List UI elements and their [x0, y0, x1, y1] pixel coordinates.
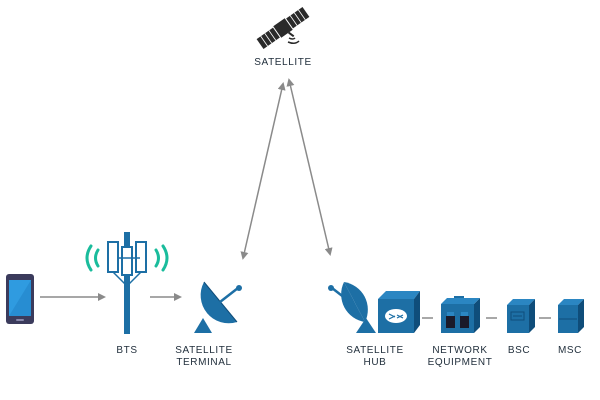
satellite-icon	[256, 7, 310, 49]
mobile-phone-icon	[6, 274, 34, 324]
satellite-dish-icon	[328, 282, 376, 333]
label-bts-text: BTS	[116, 345, 138, 356]
label-msc: MSC	[520, 345, 600, 357]
server-icon	[507, 299, 535, 333]
label-satellite-terminal-line1: SATELLITE	[175, 345, 233, 356]
label-bsc: BSC	[469, 345, 569, 357]
label-msc-text: MSC	[557, 345, 583, 356]
label-network-equipment: NETWORK EQUIPMENT	[410, 345, 510, 369]
label-satellite-terminal: SATELLITE TERMINAL	[154, 345, 254, 369]
link-terminal-satellite	[240, 82, 286, 260]
label-satellite-hub-line2: HUB	[363, 357, 387, 368]
label-bsc-text: BSC	[507, 345, 531, 356]
label-satellite-hub-line1: SATELLITE	[346, 345, 404, 356]
label-satellite-terminal-line2: TERMINAL	[176, 357, 232, 368]
satellite-signal-icon	[287, 37, 300, 45]
label-satellite: SATELLITE	[233, 57, 333, 69]
label-bts: BTS	[77, 345, 177, 357]
label-network-equipment-line2: EQUIPMENT	[427, 357, 493, 368]
network-equipment-icon	[441, 296, 480, 333]
server-icon	[558, 299, 584, 333]
label-network-equipment-line1: NETWORK	[432, 345, 488, 356]
label-satellite-hub: SATELLITE HUB	[325, 345, 425, 369]
link-satellite-hub	[286, 78, 333, 256]
router-box-icon	[378, 291, 420, 333]
radio-waves-icon	[85, 244, 169, 272]
label-satellite-text: SATELLITE	[254, 57, 312, 68]
cell-tower-icon	[107, 232, 147, 334]
satellite-dish-icon	[194, 281, 242, 333]
